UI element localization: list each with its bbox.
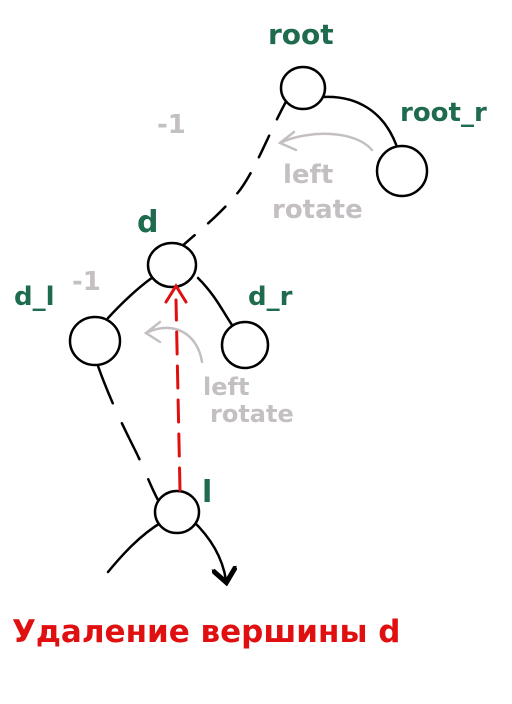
rotation-arrows: [143, 130, 374, 364]
red-arrow-shaft: [174, 298, 182, 492]
node-root: [279, 65, 327, 111]
label-d_l: d_l: [14, 282, 55, 312]
edge-l-right: [190, 518, 226, 580]
red-arrow: [164, 283, 188, 492]
label-d_r: d_r: [248, 282, 293, 312]
rotate-arrow-lower-head: [143, 320, 162, 344]
label-d: d: [137, 205, 158, 240]
node-root_r: [375, 144, 429, 198]
rotate1-line2: rotate: [272, 195, 363, 225]
caption: Удаление вершины d: [12, 614, 400, 650]
rotate2-line2: rotate: [210, 400, 294, 428]
label-root_r: root_r: [400, 98, 487, 128]
rotate1-line1: left: [283, 160, 333, 190]
edge-root-root_r: [320, 95, 400, 152]
tree-nodes: [68, 65, 429, 535]
edge-d-d_l: [106, 275, 155, 320]
label-l: l: [202, 475, 212, 510]
node-d_r: [220, 320, 270, 370]
edge-l-left: [106, 520, 164, 574]
node-l: [153, 489, 201, 535]
node-d: [146, 241, 198, 289]
label-root: root: [268, 18, 334, 51]
edge-d-d_r: [196, 276, 234, 327]
balance-root: -1: [157, 110, 186, 140]
rotate-arrow-upper-head: [277, 130, 298, 152]
rotate-arrow-lower: [146, 326, 204, 364]
balance-d: -1: [72, 267, 101, 297]
edge-root-d: [178, 96, 290, 250]
node-d_l: [68, 315, 122, 367]
red-arrow-head: [164, 283, 188, 304]
rotate2-line1: left: [203, 373, 249, 401]
edge-d_l-l: [96, 364, 160, 502]
rotate-arrow-upper: [280, 132, 374, 152]
